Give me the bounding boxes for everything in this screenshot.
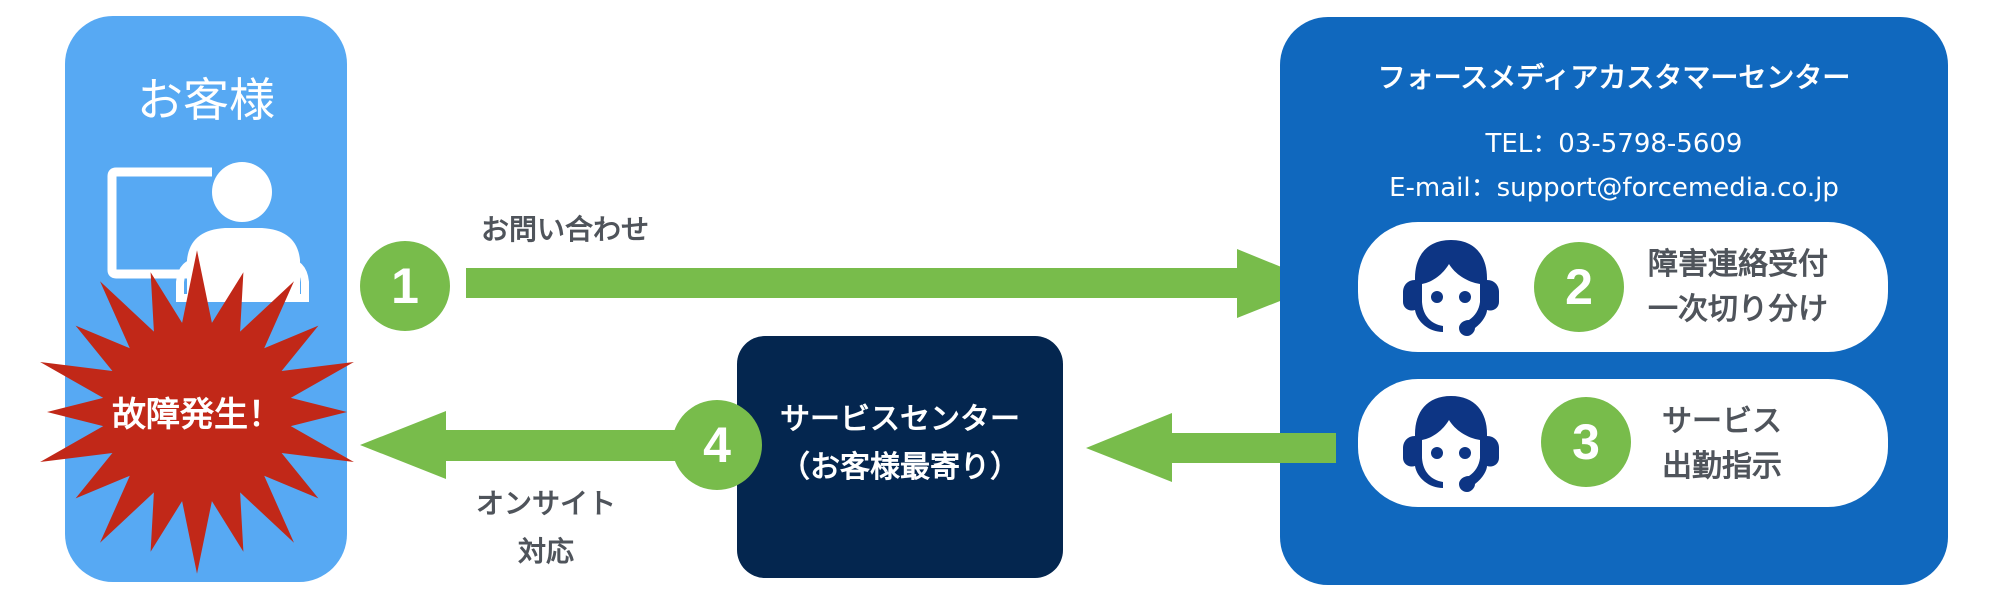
- desk: [176, 258, 309, 302]
- step-3-badge: 3: [1541, 397, 1631, 487]
- step-4-badge: 4: [672, 400, 762, 490]
- service-center-line-2: （お客様最寄り）: [780, 450, 1020, 485]
- step-3-line-2: 出勤指示: [1662, 449, 1782, 484]
- step-3-text: サービス 出勤指示: [1662, 399, 1782, 489]
- onsite-label: オンサイト 対応: [446, 480, 646, 576]
- operator-headset-icon: [1403, 240, 1499, 336]
- operator-headset-icon: [1403, 396, 1499, 492]
- inquiry-label: お問い合わせ: [480, 213, 649, 246]
- service-center-text: サービスセンター （お客様最寄り）: [737, 396, 1063, 492]
- user-head: [212, 162, 272, 222]
- step-2-line-1: 障害連絡受付: [1648, 247, 1828, 282]
- step-2-line-2: 一次切り分け: [1648, 292, 1828, 327]
- computer-user-icon: [107, 162, 309, 302]
- onsite-label-line-2: 対応: [517, 535, 574, 568]
- customer-title: お客様: [137, 73, 275, 127]
- arrow-left-onsite: [360, 411, 680, 479]
- service-center-box: [737, 336, 1063, 578]
- step-2-text: 障害連絡受付 一次切り分け: [1648, 242, 1828, 332]
- starburst-shape: [40, 250, 354, 574]
- step-2-badge: 2: [1534, 242, 1624, 332]
- customer-center-title: フォースメディアカスタマーセンター: [1377, 61, 1851, 94]
- customer-center-email: E-mail：support@forcemedia.co.jp: [1389, 173, 1839, 203]
- failure-alert-text: 故障発生！: [112, 395, 282, 435]
- onsite-label-line-1: オンサイト: [475, 487, 616, 520]
- step-1-badge: 1: [360, 241, 450, 331]
- arrow-left-dispatch: [1086, 413, 1336, 482]
- arrow-right-inquiry: [466, 249, 1323, 318]
- failure-starburst: [40, 250, 354, 574]
- customer-center-tel: TEL：03-5798-5609: [1485, 129, 1743, 159]
- monitor-frame: [107, 167, 215, 279]
- step-3-line-1: サービス: [1662, 404, 1782, 439]
- service-center-line-1: サービスセンター: [780, 402, 1020, 437]
